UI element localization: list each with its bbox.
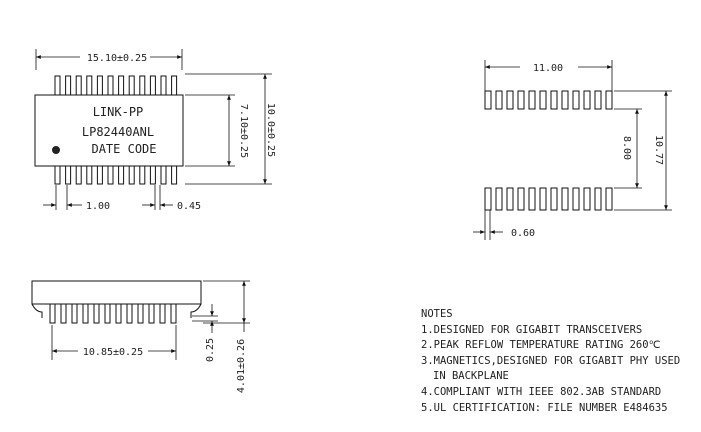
note-item-3-continued: IN BACKPLANE bbox=[433, 370, 509, 383]
pad bbox=[495, 187, 503, 211]
pad bbox=[517, 90, 525, 110]
lead bbox=[148, 303, 155, 324]
note-item-2: 2.PEAK REFLOW TEMPERATURE RATING 260℃ bbox=[421, 339, 661, 352]
pad bbox=[583, 187, 591, 211]
package-body bbox=[34, 94, 184, 167]
lead bbox=[171, 165, 178, 185]
lead bbox=[137, 303, 144, 324]
pad bbox=[605, 187, 613, 211]
pad bbox=[506, 187, 514, 211]
lead bbox=[118, 75, 125, 96]
dim-width-label: 15.10±0.25 bbox=[87, 53, 147, 64]
lead bbox=[160, 165, 167, 185]
fp-dim-total-label: 10.77 bbox=[653, 135, 664, 165]
fp-dim-width-label: 11.00 bbox=[533, 63, 563, 74]
footprint-pads-bottom bbox=[484, 187, 613, 211]
lead bbox=[60, 303, 67, 324]
lead bbox=[49, 303, 56, 324]
side-dim-standoff-label: 0.25 bbox=[205, 338, 216, 362]
side-dim-lead-span-label: 10.85±0.25 bbox=[83, 347, 143, 358]
pad bbox=[572, 187, 580, 211]
lead bbox=[86, 75, 93, 96]
note-item-5: 5.UL CERTIFICATION: FILE NUMBER E484635 bbox=[421, 401, 668, 414]
lead bbox=[149, 75, 156, 96]
lead bbox=[160, 75, 167, 96]
pad bbox=[605, 90, 613, 110]
part-number-label: LP82440ANL bbox=[82, 125, 154, 139]
notes-block: NOTES 1.DESIGNED FOR GIGABIT TRANSCEIVER… bbox=[421, 307, 680, 416]
footprint-pads-top bbox=[484, 90, 613, 110]
footprint-view: 11.00 8.00 10.77 0.60 bbox=[473, 60, 672, 240]
pad bbox=[550, 187, 558, 211]
top-view: LINK-PP LP82440ANL DATE CODE 15.10±0.25 … bbox=[34, 49, 276, 212]
pin1-dot bbox=[52, 146, 60, 154]
dim-body-height-label: 7.10±0.25 bbox=[238, 104, 249, 158]
side-view: 10.85±0.25 0.25 4.01±0.26 bbox=[31, 280, 250, 393]
lead bbox=[65, 165, 72, 185]
pad bbox=[561, 187, 569, 211]
pad bbox=[572, 90, 580, 110]
notes-title: NOTES bbox=[421, 308, 453, 320]
pad bbox=[550, 90, 558, 110]
dim-pitch-label: 1.00 bbox=[86, 201, 110, 212]
lead bbox=[86, 165, 93, 185]
pad bbox=[561, 90, 569, 110]
lead bbox=[128, 75, 135, 96]
lead bbox=[93, 303, 100, 324]
pad bbox=[583, 90, 591, 110]
lead bbox=[82, 303, 89, 324]
pad bbox=[484, 90, 492, 110]
lead bbox=[96, 165, 103, 185]
lead bbox=[128, 165, 135, 185]
lead bbox=[107, 165, 114, 185]
note-item-4: 4.COMPLIANT WITH IEEE 802.3AB STANDARD bbox=[421, 385, 662, 398]
lead bbox=[54, 75, 61, 96]
lead bbox=[118, 165, 125, 185]
bottom-pins bbox=[54, 165, 178, 185]
pad bbox=[594, 187, 602, 211]
lead bbox=[139, 75, 146, 96]
lead bbox=[159, 303, 166, 324]
pad bbox=[539, 187, 547, 211]
fp-dim-row-spacing-label: 8.00 bbox=[621, 136, 632, 160]
side-dim-height-label: 4.01±0.26 bbox=[236, 339, 247, 393]
lead bbox=[75, 165, 82, 185]
note-item-1: 1.DESIGNED FOR GIGABIT TRANSCEIVERS bbox=[421, 323, 643, 336]
pad bbox=[506, 90, 514, 110]
pad bbox=[517, 187, 525, 211]
lead bbox=[149, 165, 156, 185]
lead bbox=[171, 75, 178, 96]
lead bbox=[75, 75, 82, 96]
side-body bbox=[31, 280, 202, 305]
note-item-3: 3.MAGNETICS,DESIGNED FOR GIGABIT PHY USE… bbox=[421, 354, 681, 367]
fp-dim-pad-width-label: 0.60 bbox=[511, 228, 535, 239]
date-code-label: DATE CODE bbox=[91, 142, 156, 156]
pad bbox=[495, 90, 503, 110]
lead bbox=[170, 303, 177, 324]
lead bbox=[115, 303, 122, 324]
brand-label: LINK-PP bbox=[93, 105, 144, 119]
dim-total-height-label: 10.0±0.25 bbox=[265, 103, 276, 157]
side-leads bbox=[49, 303, 177, 324]
lead bbox=[96, 75, 103, 96]
lead bbox=[139, 165, 146, 185]
lead bbox=[54, 165, 61, 185]
pad bbox=[528, 187, 536, 211]
lead bbox=[107, 75, 114, 96]
top-pins bbox=[54, 75, 178, 96]
pad bbox=[594, 90, 602, 110]
lead bbox=[65, 75, 72, 96]
dim-lead-width-label: 0.45 bbox=[177, 201, 201, 212]
pad bbox=[484, 187, 492, 211]
lead bbox=[126, 303, 133, 324]
lead bbox=[71, 303, 78, 324]
pad bbox=[539, 90, 547, 110]
lead bbox=[104, 303, 111, 324]
pad bbox=[528, 90, 536, 110]
